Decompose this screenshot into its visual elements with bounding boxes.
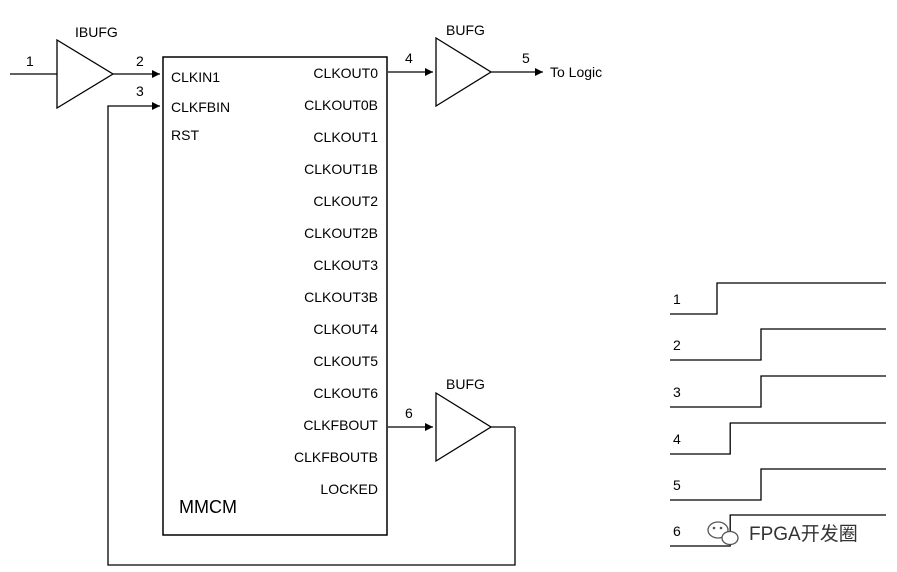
- pin-clkin1: CLKIN1: [171, 69, 220, 85]
- to-logic-label: To Logic: [550, 64, 602, 80]
- waveform-label-4: 4: [673, 431, 681, 447]
- pin-clkout1: CLKOUT1: [313, 129, 378, 145]
- pin-clkout4: CLKOUT4: [313, 321, 378, 337]
- bufg-bottom-label: BUFG: [446, 376, 485, 392]
- mmcm-box: [162, 56, 388, 536]
- node-6-label: 6: [405, 405, 413, 421]
- pin-clkfboutb: CLKFBOUTB: [294, 449, 378, 465]
- pin-clkfbout: CLKFBOUT: [303, 417, 378, 433]
- feedback-wire: [107, 102, 516, 566]
- ibufg-label: IBUFG: [75, 24, 118, 40]
- pin-clkout0b: CLKOUT0B: [304, 97, 378, 113]
- pin-clkout3: CLKOUT3: [313, 257, 378, 273]
- wechat-icon: [707, 521, 739, 546]
- watermark-text: FPGA开发圈: [749, 523, 858, 545]
- node-4-label: 4: [405, 50, 413, 66]
- node-2-label: 2: [136, 53, 144, 69]
- mmcm-block: CLKIN1 CLKFBIN RST CLKOUT0CLKOUT0BCLKOUT…: [162, 56, 388, 536]
- bufg-top-triangle: [435, 36, 493, 108]
- watermark: FPGA开发圈: [707, 521, 858, 546]
- bufg-top-label: BUFG: [446, 22, 485, 38]
- node-3-label: 3: [136, 83, 144, 99]
- ibufg-triangle: [56, 38, 115, 110]
- waveform-6: [670, 514, 886, 547]
- waveform-1: [670, 282, 886, 315]
- pin-clkout2b: CLKOUT2B: [304, 225, 378, 241]
- pin-clkout3b: CLKOUT3B: [304, 289, 378, 305]
- node-5-label: 5: [522, 50, 530, 66]
- pin-locked: LOCKED: [320, 481, 378, 497]
- pin-clkout0: CLKOUT0: [313, 65, 378, 81]
- pin-clkout2: CLKOUT2: [313, 193, 378, 209]
- waveform-label-1: 1: [673, 291, 681, 307]
- pin-clkfbin: CLKFBIN: [171, 99, 230, 115]
- pin-clkout1b: CLKOUT1B: [304, 161, 378, 177]
- waveform-label-6: 6: [673, 523, 681, 539]
- waveform-label-5: 5: [673, 477, 681, 493]
- pin-clkout5: CLKOUT5: [313, 353, 378, 369]
- timing-diagram: 1 2 3 4 5 6: [670, 282, 886, 547]
- pin-rst: RST: [171, 127, 199, 143]
- node-1-label: 1: [26, 53, 34, 69]
- bufg-bottom-buffer: BUFG: [388, 376, 515, 463]
- waveform-2: [670, 328, 886, 361]
- waveform-label-3: 3: [673, 384, 681, 400]
- bufg-bottom-triangle: [435, 391, 493, 463]
- waveform-label-2: 2: [673, 337, 681, 353]
- waveform-5: [670, 468, 886, 501]
- bufg-top-buffer: BUFG To Logic: [388, 22, 602, 108]
- ibufg-buffer: IBUFG: [10, 24, 160, 110]
- mmcm-title: MMCM: [179, 497, 237, 517]
- waveform-4: [670, 422, 886, 455]
- pin-clkout6: CLKOUT6: [313, 385, 378, 401]
- waveform-3: [670, 375, 886, 408]
